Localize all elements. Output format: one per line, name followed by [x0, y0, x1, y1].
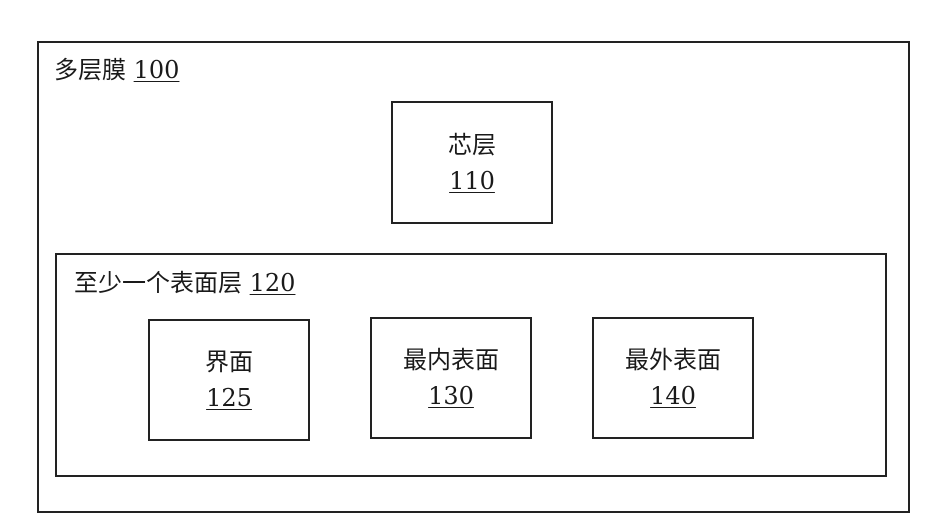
multilayer-film-title: 多层膜 — [54, 56, 126, 84]
surface-layer-group-title: 至少一个表面层 — [74, 269, 242, 297]
interface-name: 界面 — [205, 344, 253, 380]
innermost-surface-ref: 130 — [428, 378, 474, 414]
interface-ref: 125 — [206, 380, 252, 416]
multilayer-film-ref: 100 — [134, 56, 180, 84]
innermost-surface-box: 最内表面 130 — [370, 317, 532, 439]
core-layer-box: 芯层 110 — [391, 101, 553, 224]
outermost-surface-box: 最外表面 140 — [592, 317, 754, 439]
outermost-surface-name: 最外表面 — [625, 342, 721, 378]
core-layer-ref: 110 — [449, 163, 495, 199]
multilayer-film-label: 多层膜 100 — [54, 55, 179, 85]
innermost-surface-name: 最内表面 — [403, 342, 499, 378]
interface-box: 界面 125 — [148, 319, 310, 441]
surface-layer-group-label: 至少一个表面层 120 — [74, 268, 295, 298]
outermost-surface-ref: 140 — [650, 378, 696, 414]
surface-layer-group-ref: 120 — [250, 269, 296, 297]
core-layer-name: 芯层 — [448, 127, 496, 163]
